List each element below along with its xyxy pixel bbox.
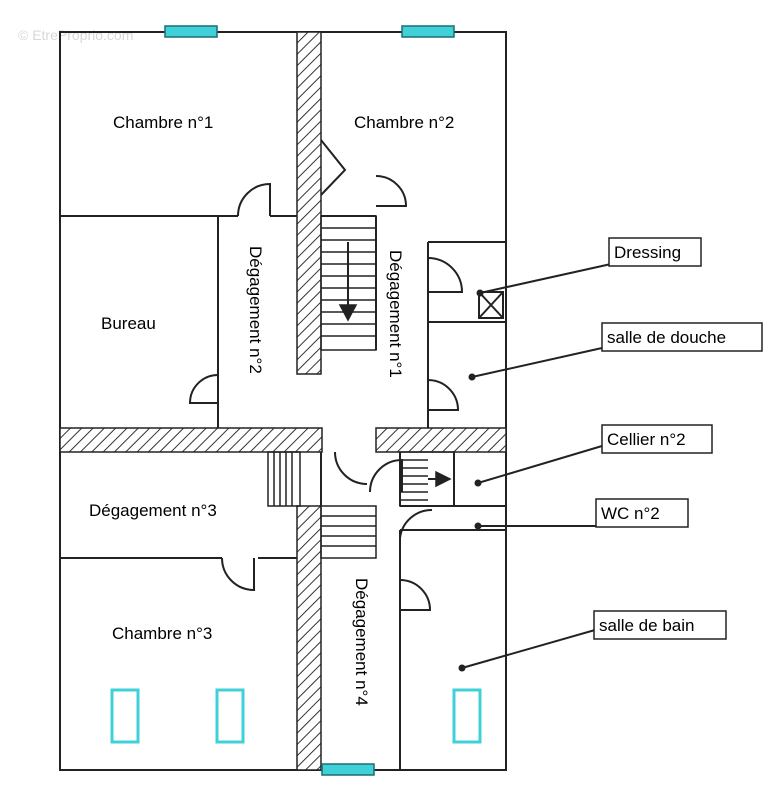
window-chambre1 — [164, 25, 218, 38]
windows — [164, 25, 455, 776]
door-douche — [427, 379, 460, 411]
room-label-degagement1: Dégagement n°1 — [386, 250, 405, 378]
callout-salle-de-douche: salle de douche — [601, 322, 763, 352]
window-chambre2 — [401, 25, 455, 38]
horizontal-wall-right — [375, 427, 507, 453]
room-label-bureau: Bureau — [101, 314, 156, 333]
door-wc — [399, 508, 433, 539]
door-deg1-top — [375, 175, 408, 207]
callout-wc2: WC n°2 — [595, 498, 689, 528]
room-label-chambre1: Chambre n°1 — [113, 113, 213, 132]
door-chambre1 — [237, 182, 271, 217]
svg-text:Cellier n°2: Cellier n°2 — [607, 430, 686, 449]
hatched-walls — [59, 31, 507, 771]
central-wall-lower — [296, 505, 322, 771]
stairs-upper — [320, 215, 377, 351]
dressing-box — [478, 291, 504, 319]
svg-text:WC n°2: WC n°2 — [601, 504, 660, 523]
door-bureau — [188, 374, 219, 404]
door-chambre2 — [320, 139, 347, 196]
callout-salle-de-bain: salle de bain — [593, 610, 727, 640]
stairs-middle-left — [267, 451, 301, 507]
skylight-salle-de-bain — [452, 688, 482, 744]
partitions — [60, 215, 506, 770]
room-label-chambre3: Chambre n°3 — [112, 624, 212, 643]
central-wall-upper — [296, 31, 322, 375]
doors — [188, 139, 464, 611]
stairs-lower — [320, 505, 377, 559]
skylight-chambre3-b — [215, 688, 245, 744]
skylight-chambre3-a — [110, 688, 140, 744]
svg-text:Dressing: Dressing — [614, 243, 681, 262]
door-sdb — [399, 579, 432, 611]
callout-cellier2: Cellier n°2 — [601, 424, 713, 454]
callout-leaders — [458, 263, 612, 672]
door-dressing — [427, 257, 464, 293]
svg-text:salle de bain: salle de bain — [599, 616, 694, 635]
window-degagement4 — [321, 763, 375, 776]
skylights — [110, 688, 482, 744]
watermark: © EtreProprio.com — [18, 27, 133, 43]
svg-text:salle de douche: salle de douche — [607, 328, 726, 347]
callout-dressing: Dressing — [608, 237, 702, 267]
room-label-chambre2: Chambre n°2 — [354, 113, 454, 132]
room-label-degagement4: Dégagement n°4 — [352, 578, 371, 706]
door-cellier — [369, 458, 403, 493]
room-label-degagement2: Dégagement n°2 — [246, 246, 265, 374]
door-deg3 — [221, 557, 255, 592]
door-center — [334, 451, 368, 485]
horizontal-wall-left — [59, 427, 323, 453]
outer-walls — [59, 31, 507, 771]
stairs-middle-right — [399, 451, 455, 507]
room-label-degagement3: Dégagement n°3 — [89, 501, 217, 520]
